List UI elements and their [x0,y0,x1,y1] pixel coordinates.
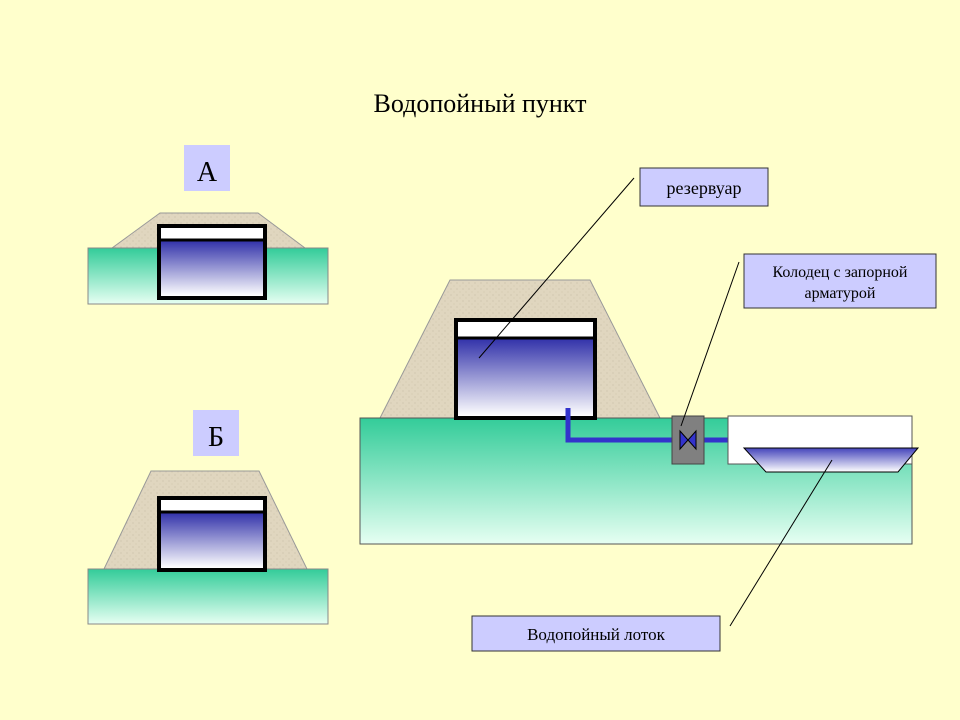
callout-trough: Водопойный лоток [471,459,833,652]
variant-b-section: Б [87,410,329,625]
callout-reservoir: резервуар [478,167,769,359]
callout-well-label-line1: Колодец с запорной [773,264,908,281]
watering-trough [742,447,920,473]
callout-trough-box [471,615,721,652]
callout-well-box [743,253,937,309]
callout-trough-label: Водопойный лоток [527,625,666,644]
variant-a-badge [184,145,230,191]
variant-a-water [161,241,263,296]
callout-reservoir-box [639,167,769,207]
callout-trough-leader [729,459,833,627]
valve-icon [679,429,697,451]
main-section [359,279,920,545]
callout-reservoir-leader [478,177,635,359]
variant-a-label: А [197,157,218,188]
variant-a-section: А [87,145,329,305]
main-reservoir-water [458,339,593,416]
variant-b-label: Б [208,422,224,453]
variant-b-badge [193,410,239,456]
variant-b-water [161,513,263,568]
callout-well-leader [680,261,740,427]
variant-b-ground [87,568,329,625]
callout-well: Колодец с запорной арматурой [680,253,937,427]
callout-well-label-line2: арматурой [805,285,876,302]
callout-reservoir-label: резервуар [667,178,742,198]
page-title: Водопойный пункт [374,89,587,118]
